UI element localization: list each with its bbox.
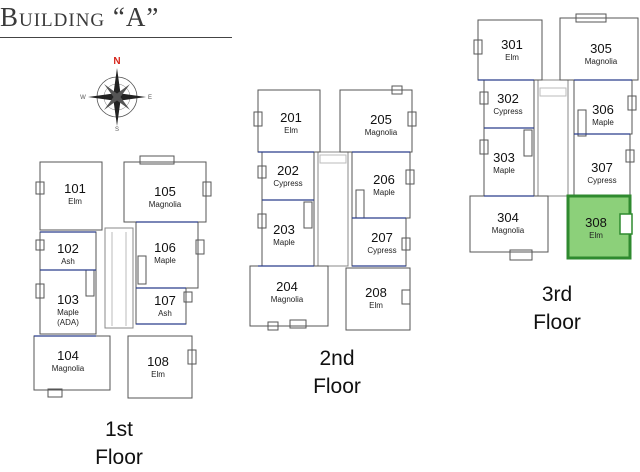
- unit-number: 101: [64, 181, 86, 196]
- floor-1-label-line1: 1st: [104, 418, 133, 441]
- unit-number: 107: [154, 293, 176, 308]
- unit-model: Magnolia: [492, 226, 525, 235]
- floor-3-label: 3rd Floor: [522, 281, 592, 337]
- unit-number: 307: [591, 160, 613, 175]
- compass-west-label: W: [80, 95, 86, 101]
- floor-3-label-line1: 3rd: [541, 283, 573, 306]
- unit-101[interactable]: [39, 161, 103, 231]
- unit-number: 104: [57, 348, 79, 363]
- unit-number: 102: [57, 241, 79, 256]
- unit-model: Elm: [589, 231, 603, 240]
- unit-number: 204: [276, 279, 298, 294]
- unit-number: 305: [590, 41, 612, 56]
- title-underline: [0, 37, 232, 38]
- unit-number: 108: [147, 354, 169, 369]
- unit-number: 201: [280, 110, 302, 125]
- unit-model: Elm: [505, 53, 519, 62]
- building-title: Building “A”: [0, 2, 160, 32]
- unit-model: Ash: [61, 257, 75, 266]
- unit-number: 208: [365, 285, 387, 300]
- floor-1-label-line2: Floor: [95, 446, 143, 469]
- unit-labels: 101 Elm 102 Ash 103 Maple (ADA) 104 Magn…: [52, 37, 618, 379]
- unit-number: 206: [373, 172, 395, 187]
- compass-east-label: E: [148, 95, 152, 101]
- unit-model: Maple: [154, 256, 176, 265]
- unit-model: Cypress: [493, 107, 522, 116]
- unit-number: 203: [273, 222, 295, 237]
- compass-north-label: N: [113, 56, 120, 67]
- compass-south-label: S: [115, 127, 119, 133]
- unit-108[interactable]: [127, 335, 193, 399]
- unit-model: Elm: [284, 126, 298, 135]
- unit-number: 303: [493, 150, 515, 165]
- floor-2-label-line2: Floor: [313, 375, 361, 398]
- unit-number: 302: [497, 91, 519, 106]
- unit-number: 306: [592, 102, 614, 117]
- unit-number: 103: [57, 292, 79, 307]
- floor-1-dividers: [34, 221, 198, 337]
- unit-model: Maple: [592, 118, 614, 127]
- floor-2-dividers: [258, 151, 410, 267]
- unit-106[interactable]: [135, 221, 199, 289]
- unit-number: 106: [154, 240, 176, 255]
- unit-number: 205: [370, 112, 392, 127]
- unit-number: 202: [277, 163, 299, 178]
- unit-number: 105: [154, 184, 176, 199]
- unit-model: Magnolia: [585, 57, 618, 66]
- unit-model: Magnolia: [52, 364, 85, 373]
- unit-number: 207: [371, 230, 393, 245]
- floor-3-label-line2: Floor: [533, 311, 581, 334]
- floor-2-label: 2nd Floor: [302, 345, 372, 401]
- unit-model: Cypress: [273, 179, 302, 188]
- floor-2-label-line1: 2nd: [319, 347, 355, 370]
- unit-model: Magnolia: [365, 128, 398, 137]
- unit-model: Maple: [273, 238, 295, 247]
- unit-model: Maple: [493, 166, 515, 175]
- unit-number: 308: [585, 215, 607, 230]
- unit-model: Cypress: [587, 176, 616, 185]
- unit-number: 304: [497, 210, 519, 225]
- unit-model: Ash: [158, 309, 172, 318]
- unit-model: Maple: [373, 188, 395, 197]
- unit-model: Cypress: [367, 246, 396, 255]
- unit-number: 301: [501, 37, 523, 52]
- unit-104[interactable]: [33, 335, 111, 391]
- unit-ada-note: (ADA): [57, 318, 79, 327]
- unit-model: Maple: [57, 308, 79, 317]
- unit-model: Elm: [369, 301, 383, 310]
- unit-model: Elm: [68, 197, 82, 206]
- floor-3-dividers: [478, 79, 632, 197]
- unit-model: Elm: [151, 370, 165, 379]
- unit-308-highlighted[interactable]: [566, 194, 633, 260]
- compass-rose-icon: N E S W: [80, 56, 152, 133]
- floor-1-label: 1st Floor: [84, 416, 154, 472]
- unit-model: Magnolia: [149, 200, 182, 209]
- unit-model: Magnolia: [271, 295, 304, 304]
